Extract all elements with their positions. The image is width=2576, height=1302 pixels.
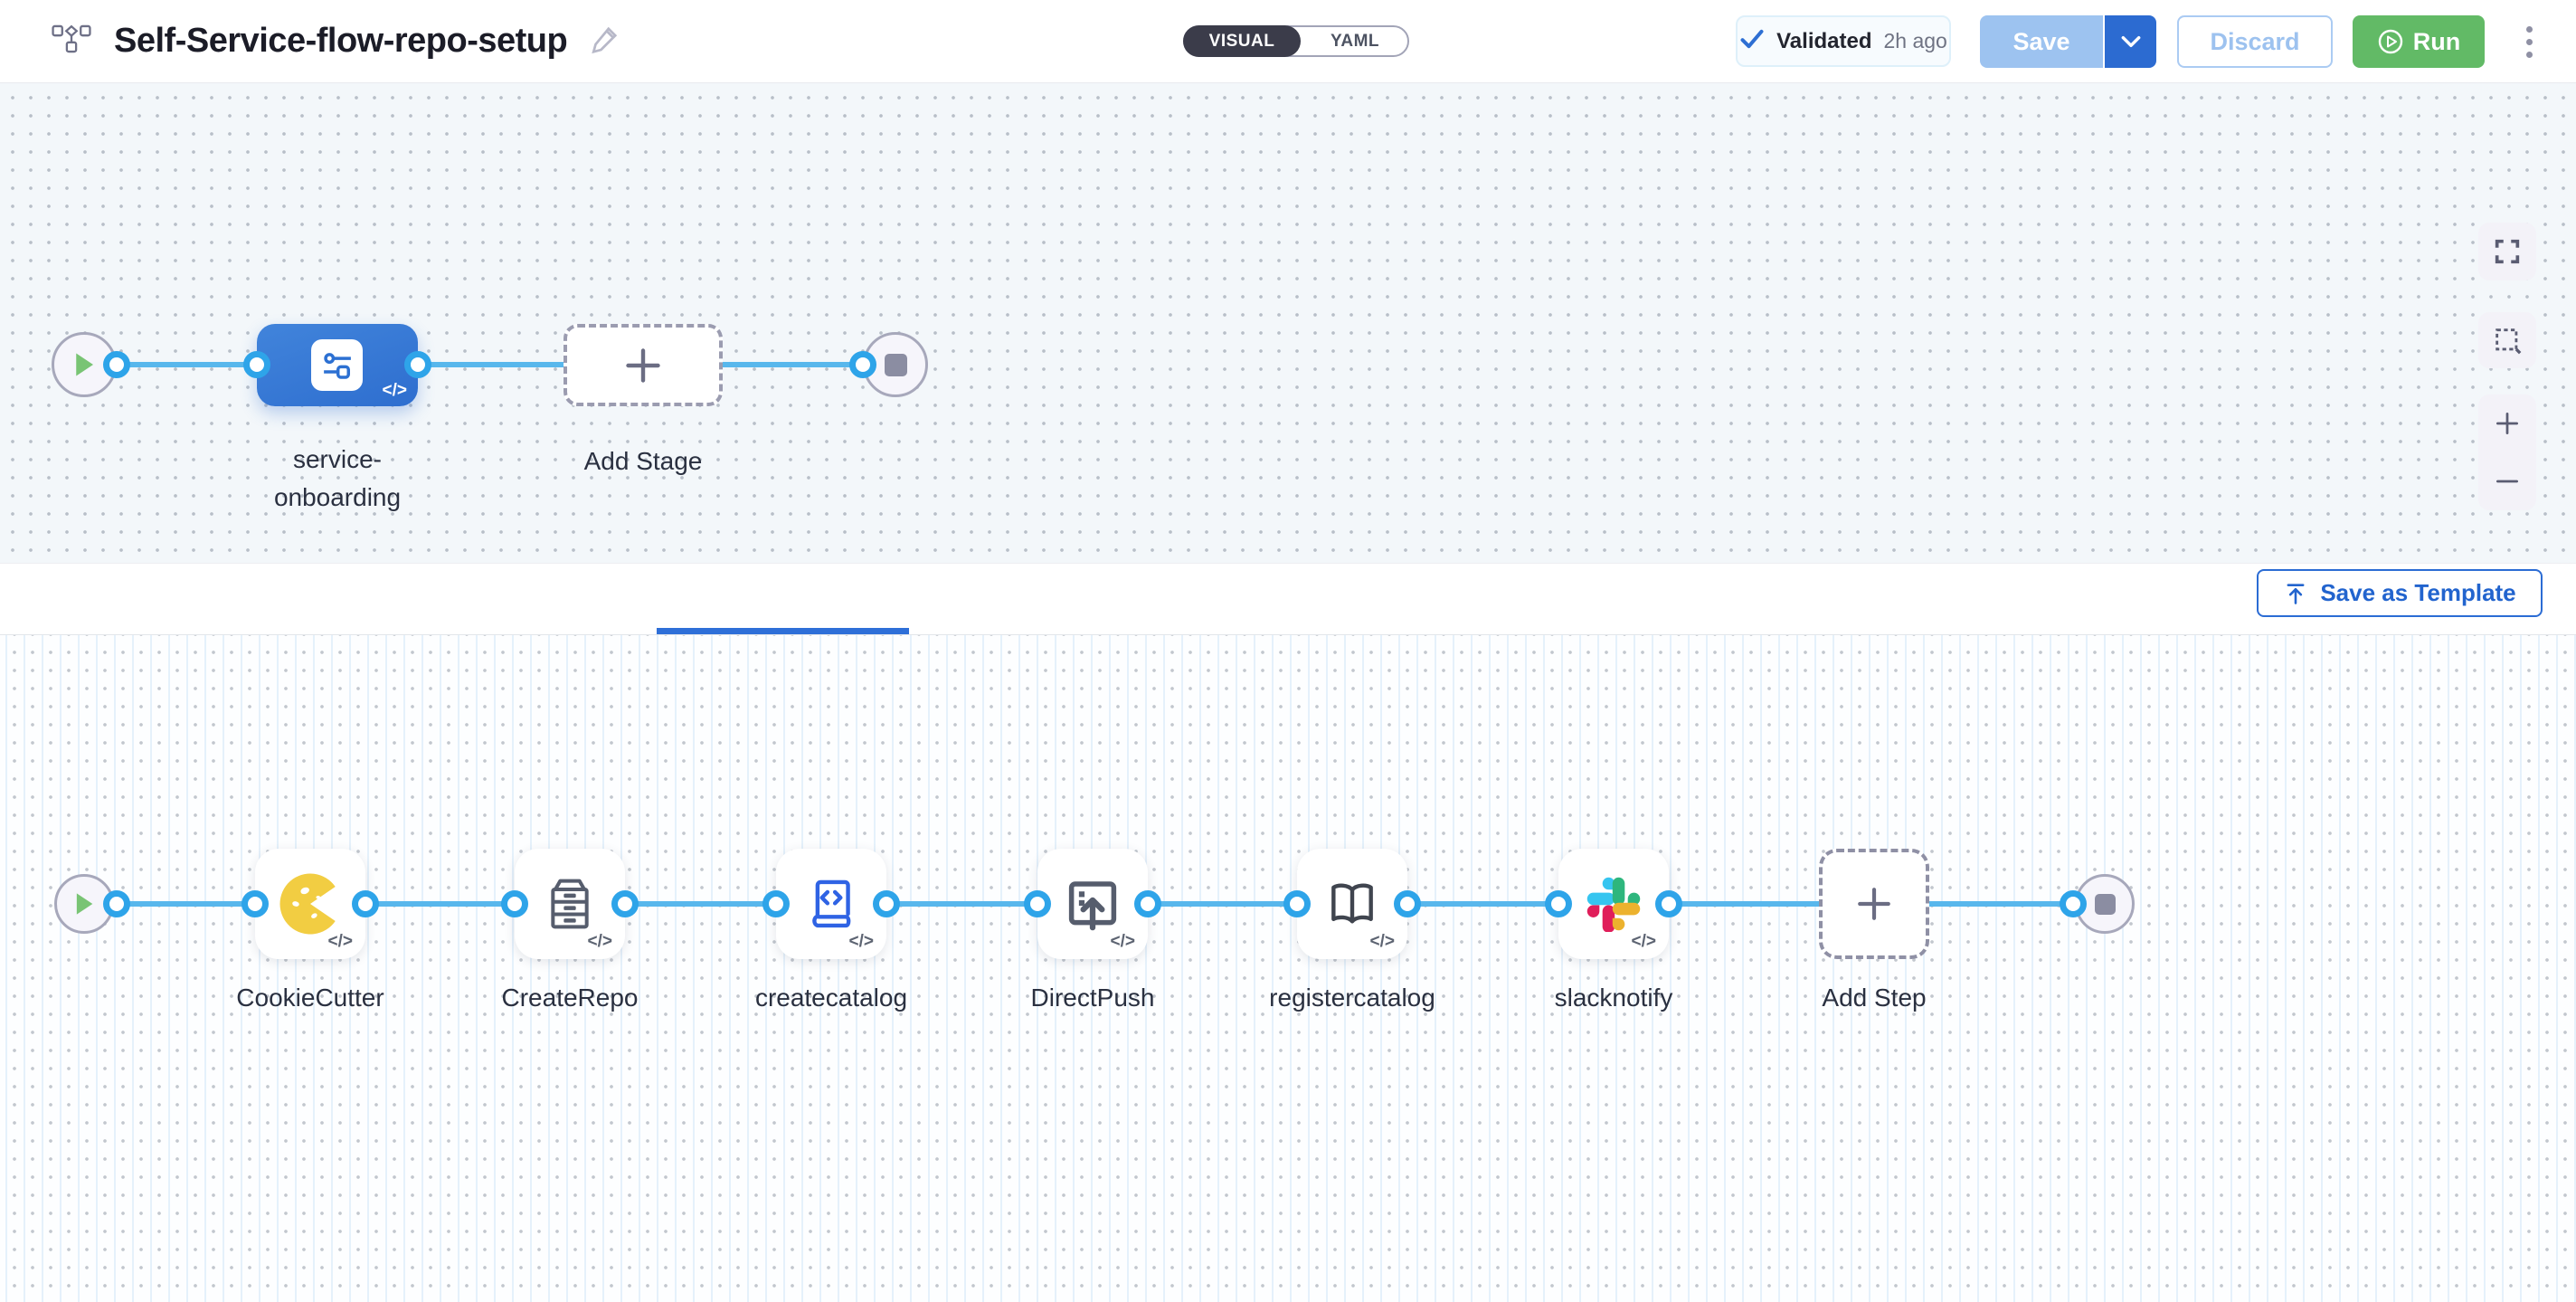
active-tab-underline	[657, 628, 909, 634]
zoom-in-button[interactable]	[2494, 410, 2521, 437]
slack-icon	[1586, 876, 1642, 932]
toggle-yaml[interactable]: YAML	[1301, 25, 1409, 57]
run-play-icon	[2377, 28, 2404, 55]
stage-icon	[311, 339, 363, 391]
edit-pencil-icon[interactable]	[589, 23, 621, 60]
step-label: DirectPush	[948, 979, 1237, 1017]
marquee-select-icon	[2492, 325, 2523, 356]
code-file-icon	[801, 874, 861, 934]
validated-time: 2h ago	[1884, 29, 1947, 53]
port[interactable]	[404, 351, 431, 378]
page-title: Self-Service-flow-repo-setup	[114, 22, 567, 61]
play-icon	[72, 351, 96, 378]
port[interactable]	[762, 890, 790, 917]
upload-icon	[2283, 581, 2308, 606]
step-node-createcatalog[interactable]: </>	[776, 849, 886, 959]
fit-to-screen-button[interactable]	[2478, 223, 2536, 280]
save-as-template-button[interactable]: Save as Template	[2257, 569, 2543, 617]
port[interactable]	[849, 351, 876, 378]
port[interactable]	[352, 890, 379, 917]
port[interactable]	[242, 890, 269, 917]
step-label: slacknotify	[1469, 979, 1758, 1017]
port[interactable]	[1134, 890, 1161, 917]
step-label: createcatalog	[687, 979, 976, 1017]
port[interactable]	[501, 890, 528, 917]
validated-label: Validated	[1776, 29, 1871, 54]
save-button[interactable]: Save	[1980, 15, 2103, 68]
port[interactable]	[103, 351, 130, 378]
run-label: Run	[2413, 28, 2460, 56]
marquee-select-button[interactable]	[2478, 312, 2536, 368]
visual-yaml-toggle: VISUAL YAML	[1183, 25, 1409, 57]
step-label: CreateRepo	[425, 979, 715, 1017]
port[interactable]	[1024, 890, 1051, 917]
port[interactable]	[103, 890, 130, 917]
save-dropdown-button[interactable]	[2105, 15, 2156, 68]
port[interactable]	[1545, 890, 1572, 917]
plus-icon	[623, 346, 663, 385]
run-button[interactable]: Run	[2353, 15, 2485, 68]
stop-icon	[885, 354, 907, 376]
code-badge: </>	[1111, 932, 1135, 952]
port[interactable]	[873, 890, 900, 917]
add-stage-button[interactable]	[564, 324, 723, 406]
discard-button[interactable]: Discard	[2177, 15, 2333, 68]
push-icon	[1063, 874, 1122, 934]
execution-canvas[interactable]	[0, 634, 2576, 1302]
book-icon	[1324, 876, 1380, 932]
step-label: registercatalog	[1208, 979, 1497, 1017]
code-badge: </>	[383, 381, 407, 401]
code-badge: </>	[328, 932, 353, 952]
code-badge: </>	[1370, 932, 1395, 952]
stage-edge	[114, 362, 863, 367]
port[interactable]	[1655, 890, 1682, 917]
add-step-label: Add Step	[1729, 979, 2019, 1017]
title-row: Self-Service-flow-repo-setup	[51, 0, 621, 82]
stage-tabbar	[0, 563, 2576, 635]
port[interactable]	[2060, 890, 2087, 917]
more-options-button[interactable]	[2509, 22, 2549, 62]
step-node-createrepo[interactable]: </>	[515, 849, 625, 959]
chevron-down-icon	[2119, 28, 2143, 56]
header: Self-Service-flow-repo-setup VISUAL YAML…	[0, 0, 2576, 83]
stage-label: service- onboarding	[193, 441, 482, 517]
add-step-button[interactable]	[1819, 849, 1929, 959]
plus-icon	[1855, 885, 1893, 923]
stop-icon	[2095, 894, 2116, 915]
port[interactable]	[1283, 890, 1311, 917]
cookiecutter-icon	[279, 872, 342, 936]
port[interactable]	[243, 351, 270, 378]
code-badge: </>	[588, 932, 612, 952]
zoom-controls	[2478, 394, 2536, 510]
stage-node-service-onboarding[interactable]: </>	[257, 324, 418, 406]
step-node-cookiecutter[interactable]: </>	[255, 849, 365, 959]
step-node-directpush[interactable]: </>	[1037, 849, 1148, 959]
pipeline-flow-icon	[51, 23, 92, 60]
add-stage-label: Add Stage	[498, 442, 788, 480]
step-node-registercatalog[interactable]: </>	[1297, 849, 1407, 959]
zoom-out-button[interactable]	[2494, 468, 2521, 495]
play-icon	[73, 891, 95, 917]
code-badge: </>	[1632, 932, 1656, 952]
port[interactable]	[1394, 890, 1421, 917]
check-icon	[1739, 28, 1765, 54]
validated-badge: Validated 2h ago	[1736, 15, 1951, 67]
port[interactable]	[611, 890, 639, 917]
code-badge: </>	[849, 932, 874, 952]
step-node-slacknotify[interactable]: </>	[1558, 849, 1669, 959]
step-label: CookieCutter	[166, 979, 455, 1017]
toggle-visual[interactable]: VISUAL	[1183, 25, 1301, 57]
fullscreen-icon	[2492, 236, 2523, 267]
drawer-icon	[541, 875, 599, 933]
